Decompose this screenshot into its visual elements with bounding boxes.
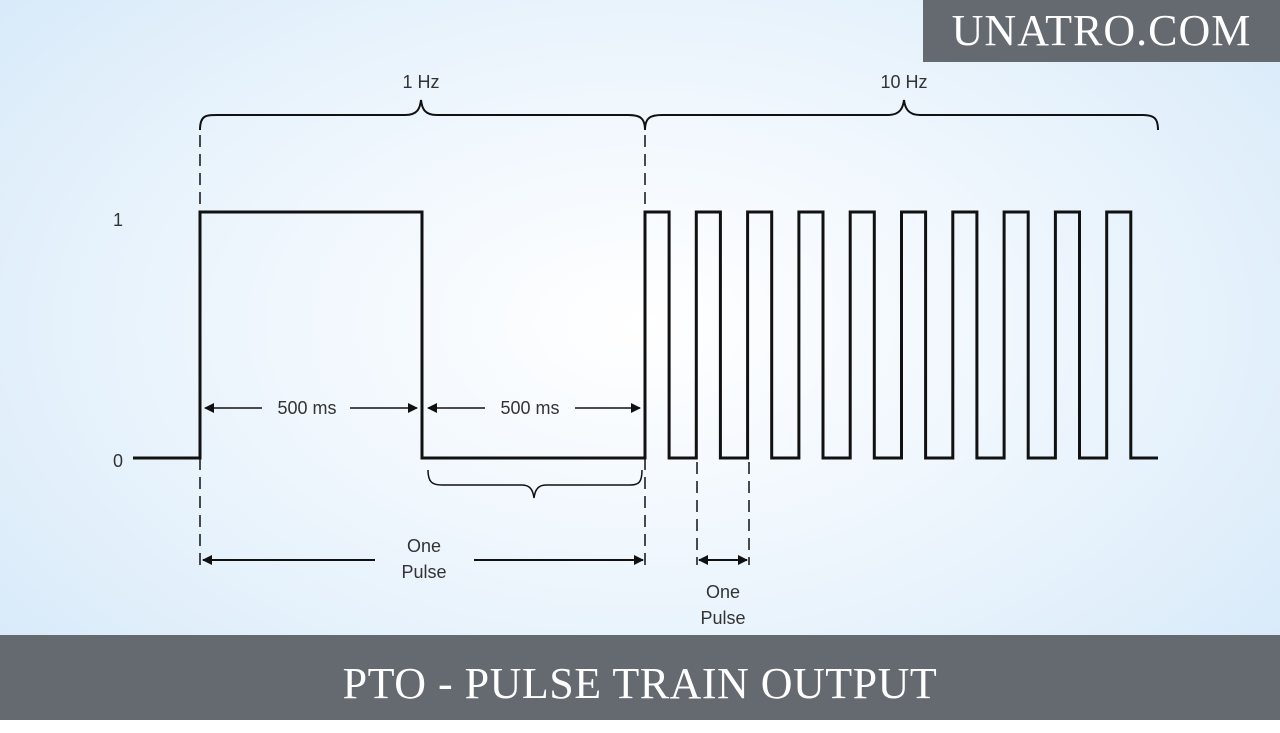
duration-label-high: 500 ms — [277, 398, 336, 418]
one-pulse-label-line1: One — [407, 536, 441, 556]
brace-1hz — [199, 99, 646, 131]
brace-low-period — [427, 469, 643, 499]
level-label-high: 1 — [113, 210, 123, 230]
freq-label-10hz: 10 Hz — [880, 72, 927, 92]
fast-pulse-label-line2: Pulse — [700, 608, 745, 628]
one-pulse-label-line2: Pulse — [401, 562, 446, 582]
duration-label-low: 500 ms — [500, 398, 559, 418]
signal-waveform — [133, 210, 1158, 460]
freq-label-1hz: 1 Hz — [402, 72, 439, 92]
fast-pulse-label-line1: One — [706, 582, 740, 602]
footer-title-banner: PTO - PULSE TRAIN OUTPUT — [0, 635, 1280, 720]
brand-banner: UNATRO.COM — [923, 0, 1280, 62]
level-label-low: 0 — [113, 451, 123, 471]
brace-10hz — [644, 99, 1159, 131]
